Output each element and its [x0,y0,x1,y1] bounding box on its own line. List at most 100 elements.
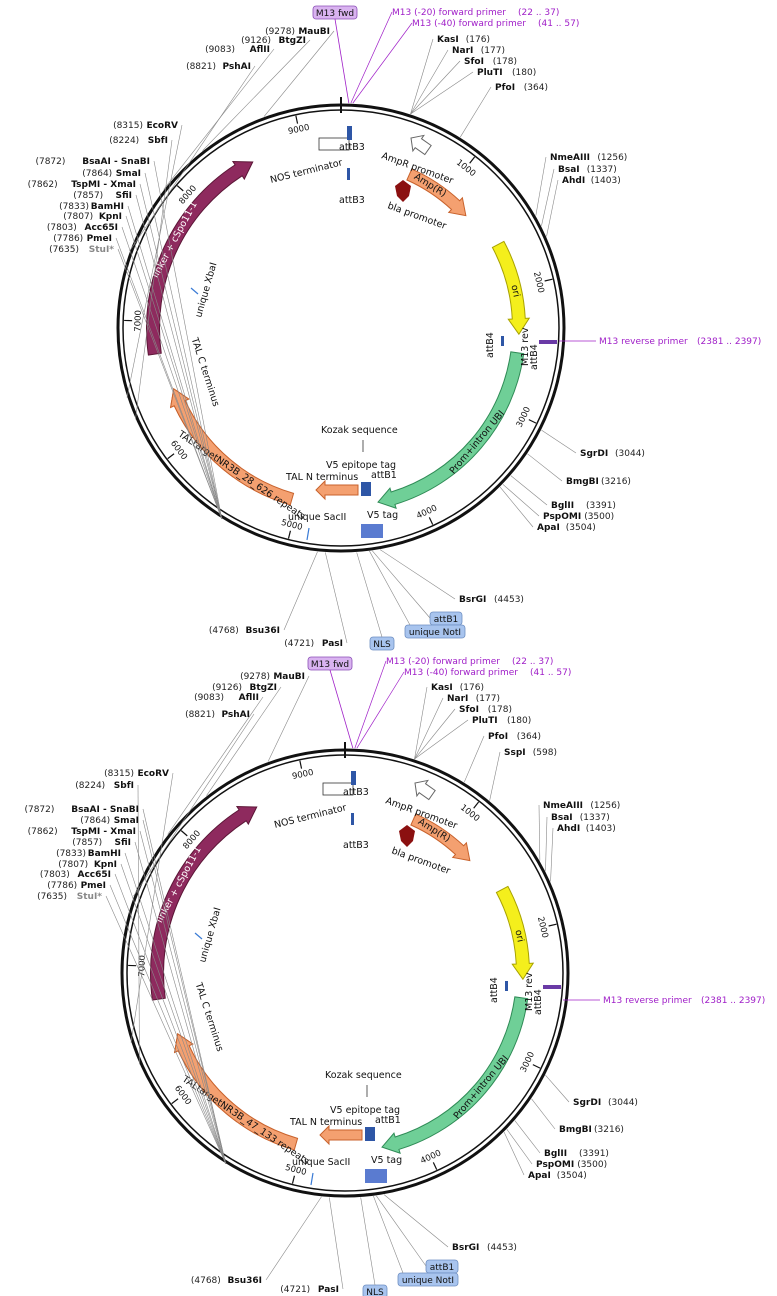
xbai-label: unique XbaI [193,261,219,319]
attb3-label-a: attB3 [343,787,369,798]
site-position: (7862) [28,180,58,190]
primer-40-label: M13 (-40) forward primer [404,668,518,678]
site-position: (7872) [24,805,54,815]
site-name: EcoRV [146,121,178,131]
site-position: (178) [488,705,512,715]
site-position: (8315) [113,121,143,131]
primer-20-line [354,660,387,749]
site-leader-line [206,686,282,796]
site-position: (3216) [601,477,631,487]
site-leader-line [325,552,348,644]
site-leader-line [265,1196,322,1281]
tal-n-feature [319,1124,363,1146]
site-name: Acc65I [77,870,111,880]
site-position: (8821) [186,62,216,72]
site-position: (8224) [75,781,105,791]
attb4-label-a: attB4 [485,332,496,358]
site-leader-line [127,205,223,519]
site-name: KpnI [94,860,117,870]
bla-promoter-label: bla promoter [390,845,452,876]
sacii-marker [310,1172,314,1186]
site-name: TspMI - XmaI [71,827,136,837]
tick-mark [544,278,553,282]
attb3-label-b: attB3 [339,195,365,206]
nls-leader [356,552,383,638]
tal-n-feature [315,479,359,501]
site-name: Bsu36I [228,1276,263,1286]
site-position: (9083) [205,45,235,55]
site-position: (7833) [56,849,86,859]
site-name: BtgZI [279,36,306,46]
site-position: (3500) [584,512,614,522]
site-leader-line [267,675,310,762]
site-leader-line [202,39,311,151]
site-name: AflII [239,693,259,703]
site-name: KpnI [99,212,122,222]
site-leader-line [121,226,223,519]
m13rev-label: M13 rev [524,972,535,1011]
primer-20-line [350,11,393,104]
site-leader-line [410,71,474,115]
site-position: (1337) [580,813,610,823]
tick-label: 3000 [515,405,533,429]
site-name: BsaI [551,813,573,823]
site-name: PmeI [81,881,106,891]
site-leader-line [538,804,541,861]
linker-label: linker + cSpo11-1 [150,200,200,280]
site-position: (4768) [191,1276,221,1286]
site-leader-line [503,1131,525,1176]
v5-epitope-marker [365,1127,375,1141]
attb1-label: attB1 [375,1115,401,1126]
bla-promoter-feature [399,825,415,847]
xbai-marker [194,932,203,940]
primer-40-range: (41 .. 57) [538,19,579,29]
site-leader-line [117,248,223,519]
nos-label: NOS terminator [269,157,344,186]
m13rev-marker [543,985,561,989]
ori-label: ori [508,284,521,298]
noti-box-label-box [397,1272,459,1287]
site-position: (364) [524,83,548,93]
site-position: (7864) [82,169,112,179]
site-leader-line [506,1129,533,1165]
m13rev-marker [539,340,557,344]
tick-mark [432,1162,438,1170]
site-leader-line [142,808,227,1164]
site-position: (7803) [40,870,70,880]
site-position: (178) [493,57,517,67]
site-name: BsaAI - SnaBI [82,157,150,167]
linker-feature [146,161,254,356]
site-position: (364) [517,732,541,742]
v5-tag-marker [361,524,383,538]
site-leader-line [115,237,223,519]
site-position: (7833) [59,202,89,212]
tick-mark [287,530,292,539]
site-position: (3216) [594,1125,624,1135]
site-position: (8224) [109,136,139,146]
site-name: NmeAIII [550,153,590,163]
attb1-box-label: attB1 [430,1263,454,1273]
site-leader-line [379,549,456,600]
site-name: SfoI [459,705,479,715]
tick-label: 2000 [535,916,550,939]
site-name: PshAI [221,710,250,720]
site-name: BsrGI [459,595,486,605]
site-name: SbfI [148,136,168,146]
site-position: (3391) [579,1149,609,1159]
attb3-marker-a [351,771,356,785]
m13-reverse-label: M13 reverse primer [603,996,692,1006]
site-leader-line [135,194,223,519]
attb1-label: attB1 [371,470,397,481]
tick-label: 9000 [291,768,314,782]
bla-promoter-feature [395,180,411,202]
site-name: PluTI [472,716,498,726]
site-leader-line [142,819,227,1164]
site-position: (1403) [586,824,616,834]
tal-n-label: TAL N terminus [285,472,358,483]
site-name: SfiI [115,191,132,201]
ampr-promoter-feature [414,779,436,801]
noti-box-label: unique NotI [409,628,461,638]
site-position: (180) [507,716,531,726]
tick-mark [469,156,476,164]
